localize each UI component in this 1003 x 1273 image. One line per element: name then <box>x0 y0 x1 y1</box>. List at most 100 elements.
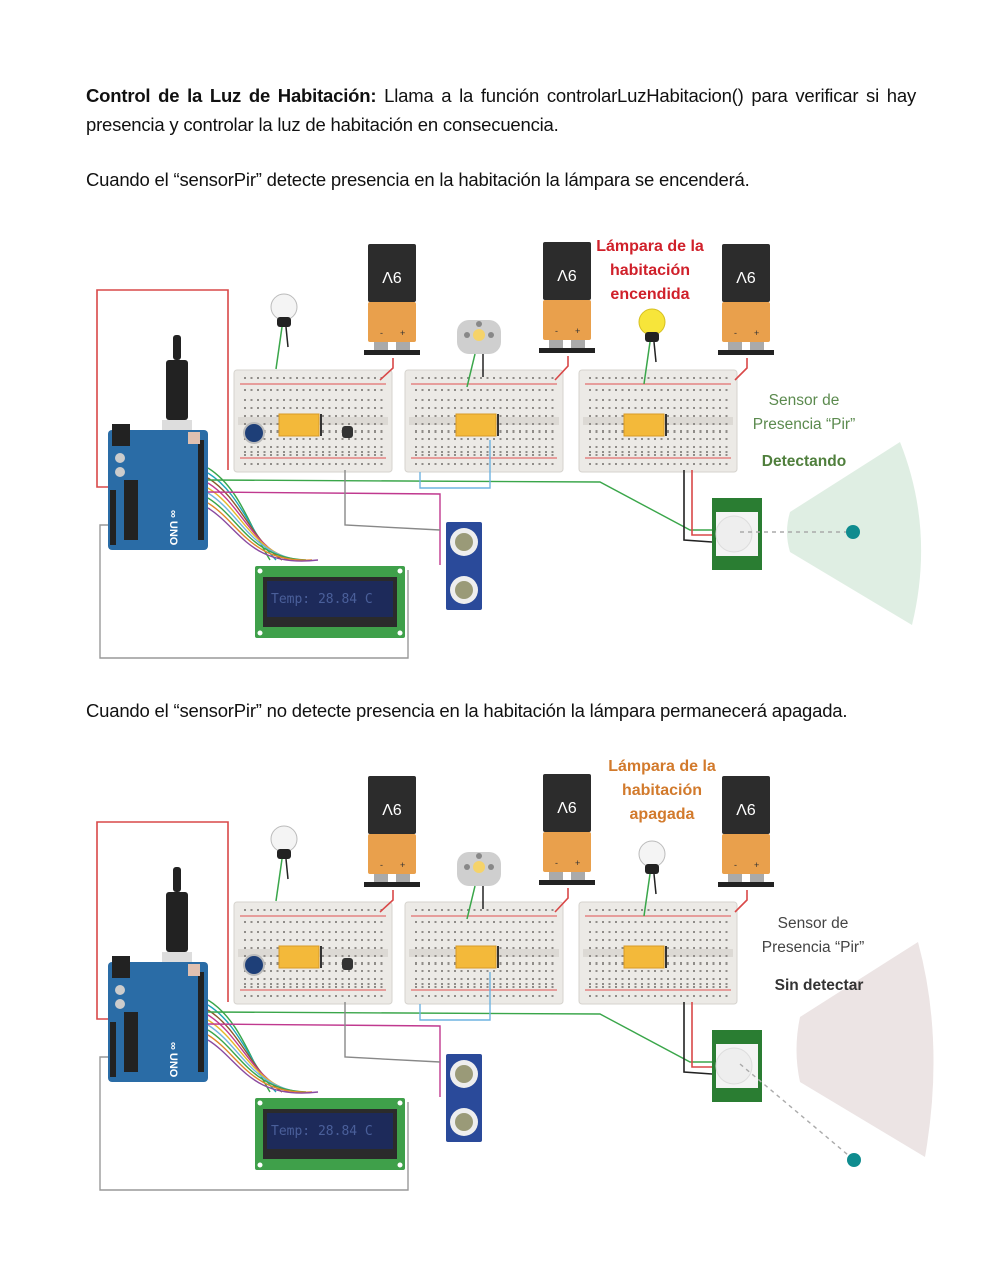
breadboard-hole <box>421 921 424 923</box>
intro-text: Llama a la función controlarLuzHabitacio… <box>86 85 916 135</box>
breadboard-hole <box>374 399 376 401</box>
breadboard-hole <box>719 377 721 379</box>
breadboard-hole <box>525 438 528 440</box>
detection-ray <box>739 1063 855 1161</box>
breadboard-hole <box>328 415 331 417</box>
breadboard-hole <box>348 983 350 985</box>
breadboard-hole <box>328 399 331 401</box>
breadboard-hole <box>719 389 721 391</box>
header-pins <box>110 1022 116 1077</box>
battery-9v: 9V-+ <box>364 244 420 355</box>
breadboard-hole <box>348 955 350 957</box>
wire-red <box>379 890 394 913</box>
breadboard-hole <box>525 986 528 988</box>
breadboard-hole <box>415 983 417 985</box>
breadboard-hole <box>628 438 630 440</box>
breadboard-hole <box>519 423 521 425</box>
breadboard-hole <box>335 451 337 453</box>
breadboard-hole <box>686 446 689 448</box>
breadboard-hole <box>686 463 689 465</box>
breadboard-hole <box>680 399 682 401</box>
breadboard-hole <box>634 407 637 409</box>
breadboard-hole <box>374 962 376 964</box>
breadboard-hole <box>699 438 702 440</box>
breadboard-hole <box>506 454 508 456</box>
breadboard-hole <box>602 377 604 379</box>
breadboard-hole <box>608 962 611 964</box>
breadboard-hole <box>328 389 331 391</box>
breadboard-hole <box>341 446 344 448</box>
breadboard-hole <box>551 947 554 949</box>
breadboard-hole <box>315 463 318 465</box>
breadboard-hole <box>486 463 489 465</box>
breadboard-hole <box>276 438 279 440</box>
breadboard-hole <box>473 970 476 972</box>
breadboard-hole <box>499 438 502 440</box>
breadboard-hole <box>551 423 554 425</box>
breadboard-hole <box>460 463 463 465</box>
breadboard-hole <box>361 389 363 391</box>
breadboard-hole <box>244 454 246 456</box>
breadboard-hole <box>512 377 515 379</box>
breadboard-hole <box>654 454 656 456</box>
breadboard-hole <box>447 955 450 957</box>
breadboard-hole <box>302 377 305 379</box>
breadboard-hole <box>315 377 318 379</box>
battery-terminal <box>549 340 563 348</box>
breadboard-hole <box>296 451 298 453</box>
breadboard-hole <box>512 978 515 980</box>
battery-terminal <box>396 342 410 350</box>
breadboard-hole <box>602 454 604 456</box>
breadboard-hole <box>519 415 521 417</box>
breadboard-hole <box>302 986 305 988</box>
breadboard-hole <box>693 454 695 456</box>
breadboard-hole <box>615 962 617 964</box>
breadboard-hole <box>263 446 266 448</box>
battery-9v: 9V-+ <box>539 774 595 885</box>
breadboard-hole <box>654 995 656 997</box>
breadboard-hole <box>699 399 702 401</box>
breadboard-hole <box>276 947 279 949</box>
breadboard-hole <box>532 921 534 923</box>
breadboard-hole <box>263 415 266 417</box>
breadboard-hole <box>434 389 437 391</box>
lcd-mount-hole <box>257 1162 263 1168</box>
breadboard-hole <box>361 430 363 432</box>
breadboard-hole <box>595 986 598 988</box>
led-emitter <box>473 861 485 873</box>
breadboard-hole <box>270 399 272 401</box>
potentiometer-icon <box>243 422 265 444</box>
breadboard-hole <box>354 454 357 456</box>
breadboard-hole <box>380 451 383 453</box>
breadboard-hole <box>499 955 502 957</box>
breadboard-hole <box>686 909 689 911</box>
breadboard-hole <box>686 430 689 432</box>
breadboard-hole <box>341 438 344 440</box>
breadboard-hole <box>595 970 598 972</box>
breadboard-hole <box>545 446 547 448</box>
breadboard-hole <box>428 909 430 911</box>
breadboard-hole <box>328 939 331 941</box>
breadboard-hole <box>283 995 285 997</box>
breadboard-hole <box>361 955 363 957</box>
breadboard-hole <box>289 909 292 911</box>
breadboard-hole <box>538 377 541 379</box>
arduino-logo: ∞ UNO <box>167 510 179 546</box>
breadboard-hole <box>354 438 357 440</box>
breadboard-hole <box>641 454 643 456</box>
breadboard-hole <box>367 978 370 980</box>
breadboard-hole <box>506 921 508 923</box>
breadboard-hole <box>486 939 489 941</box>
breadboard-hole <box>693 931 695 933</box>
breadboard-hole <box>641 451 643 453</box>
breadboard-hole <box>447 909 450 911</box>
battery-top <box>722 244 770 302</box>
breadboard-hole <box>302 446 305 448</box>
breadboard-hole <box>454 931 456 933</box>
battery-label: 9V <box>382 800 402 817</box>
breadboard-hole <box>499 407 502 409</box>
breadboard-hole <box>538 438 541 440</box>
ultrasonic-mesh <box>455 1113 473 1131</box>
breadboard-hole <box>506 415 508 417</box>
battery-minus: - <box>734 860 737 870</box>
